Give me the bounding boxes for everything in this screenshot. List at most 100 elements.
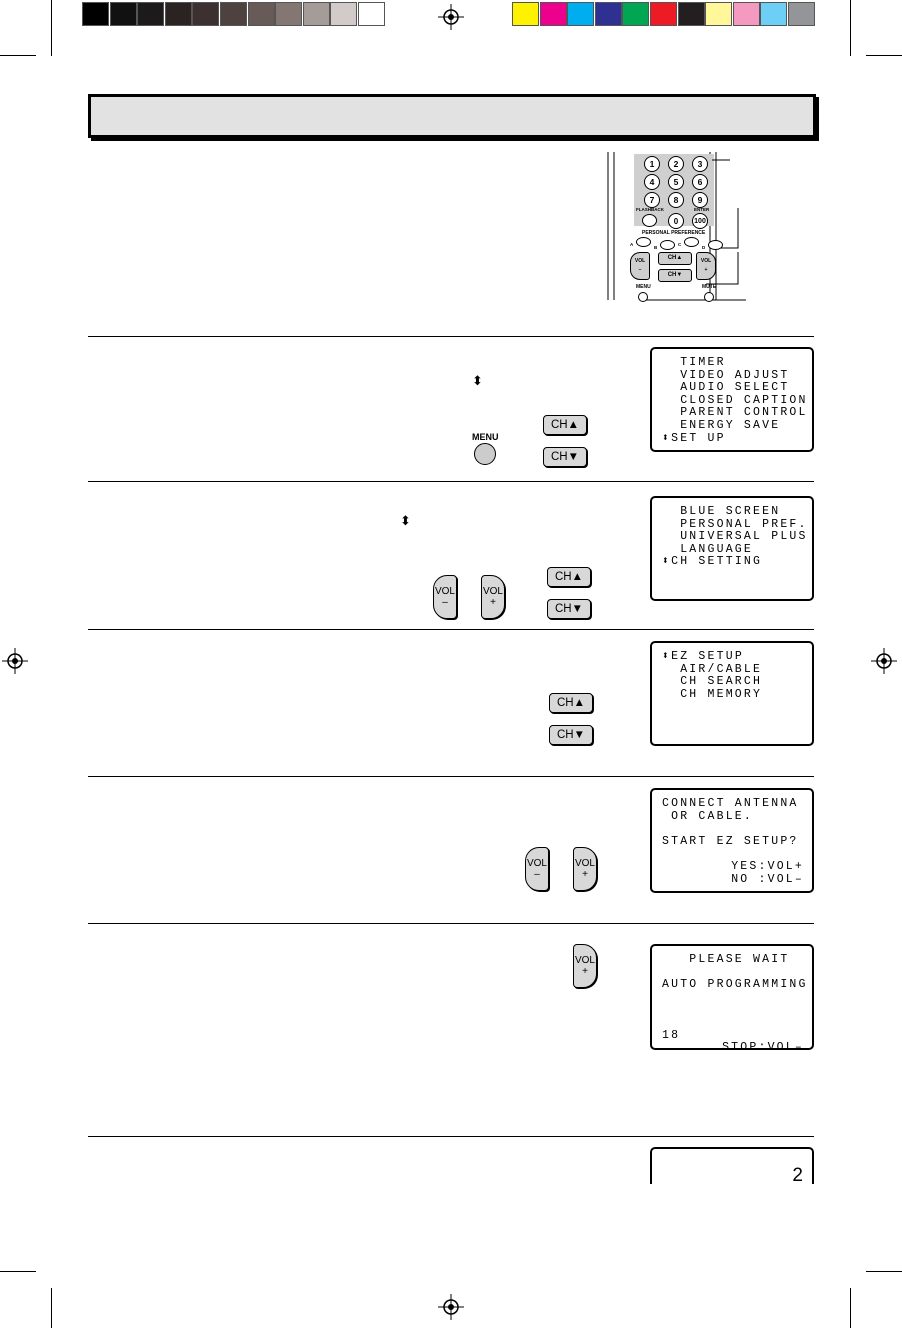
remote-digit-1-button[interactable]: 1 xyxy=(644,156,660,172)
step-divider xyxy=(88,923,814,924)
remote-pref-D-button[interactable] xyxy=(708,240,723,250)
remote-hundred-label: 100 xyxy=(694,217,706,225)
osd-screen-ez-setup-confirm: CONNECT ANTENNA OR CABLE.START EZ SETUP?… xyxy=(650,788,814,893)
grayscale-swatch xyxy=(247,2,275,26)
color-swatch xyxy=(788,2,815,26)
remote-vol-minus-button[interactable]: VOL– xyxy=(630,252,650,280)
ch-up-button[interactable]: CH▲ xyxy=(543,415,587,435)
up-down-arrow-icon: ⬍ xyxy=(400,513,411,528)
remote-ch-down-label: CH▼ xyxy=(667,272,683,278)
menu-label: MENU xyxy=(472,432,499,442)
grayscale-swatch xyxy=(330,2,358,26)
color-swatch xyxy=(622,2,650,26)
color-swatch xyxy=(512,2,539,26)
osd-menu-line: VIDEO ADJUST xyxy=(662,368,790,382)
vol-minus-label: VOL xyxy=(526,858,547,869)
remote-digit-2-button[interactable]: 2 xyxy=(668,156,684,172)
step-divider xyxy=(88,1136,814,1137)
osd-menu-line: CONNECT ANTENNA xyxy=(662,797,799,810)
osd-menu-line: PLEASE WAIT xyxy=(662,953,790,966)
osd-menu-line: CLOSED CAPTION xyxy=(662,393,808,407)
vol-minus-label: VOL xyxy=(434,586,455,597)
remote-pref-C-label: C xyxy=(678,242,682,247)
menu-button[interactable] xyxy=(474,443,496,465)
osd-menu-line: BLUE SCREEN xyxy=(662,505,781,518)
remote-digit-9-button[interactable]: 9 xyxy=(692,192,708,208)
remote-pref-A-button[interactable] xyxy=(636,237,651,247)
remote-digit-4-button[interactable]: 4 xyxy=(644,174,660,190)
color-swatch xyxy=(732,2,760,26)
remote-vol-plus-label: VOL xyxy=(700,258,712,264)
ch-up-button[interactable]: CH▲ xyxy=(549,693,593,713)
remote-enter-label: ENTER xyxy=(694,207,710,212)
ch-down-button[interactable]: CH▼ xyxy=(547,599,591,619)
osd-menu-line: ⬍SET UP xyxy=(662,431,726,445)
osd-channel-number: 2 xyxy=(792,1165,803,1186)
vol-plus-button[interactable]: VOL+ xyxy=(573,944,597,988)
grayscale-swatch xyxy=(220,2,247,26)
osd-menu-line: CH MEMORY xyxy=(662,687,763,701)
remote-pref-C-button[interactable] xyxy=(684,237,699,247)
vol-plus-button[interactable]: VOL+ xyxy=(481,575,505,619)
remote-pref-B-button[interactable] xyxy=(660,240,675,250)
osd-option-line: YES:VOL+ xyxy=(731,859,804,873)
remote-hundred-button[interactable]: 100 xyxy=(692,213,708,229)
osd-menu-line: START EZ SETUP? xyxy=(662,834,799,848)
osd-menu-line: TIMER xyxy=(662,356,726,369)
color-swatch xyxy=(677,2,705,26)
page-bottom-mask xyxy=(640,1184,830,1194)
vol-minus-sign: – xyxy=(534,869,540,880)
osd-menu-line: LANGUAGE xyxy=(662,542,754,556)
color-swatch xyxy=(760,2,788,26)
remote-zero-label: 0 xyxy=(673,216,679,226)
osd-menu-line: AUDIO SELECT xyxy=(662,381,790,395)
grayscale-swatch xyxy=(302,2,330,26)
ch-down-button[interactable]: CH▼ xyxy=(549,725,593,745)
step-divider xyxy=(88,481,814,482)
remote-ch-up-button[interactable]: CH▲ xyxy=(658,252,692,265)
vol-plus-label: VOL xyxy=(482,586,503,597)
remote-digit-3-button[interactable]: 3 xyxy=(692,156,708,172)
color-swatch xyxy=(539,2,567,26)
remote-zero-button[interactable]: 0 xyxy=(668,213,684,229)
remote-mute-button[interactable] xyxy=(704,292,714,302)
remote-digit-8-button[interactable]: 8 xyxy=(668,192,684,208)
vol-plus-button[interactable]: VOL+ xyxy=(573,847,597,891)
ch-up-button[interactable]: CH▲ xyxy=(547,567,591,587)
registration-mark-icon xyxy=(2,648,28,674)
osd-screen-setup-menu: TIMER VIDEO ADJUST AUDIO SELECT CLOSED C… xyxy=(650,347,814,452)
remote-flashback-button[interactable] xyxy=(642,214,657,227)
osd-option-line: NO :VOL– xyxy=(731,872,804,886)
osd-menu-line: AIR/CABLE xyxy=(662,662,763,676)
osd-menu-line: ENERGY SAVE xyxy=(662,418,781,432)
vol-minus-button[interactable]: VOL– xyxy=(433,575,457,619)
grayscale-swatch xyxy=(82,2,109,26)
osd-menu-line: UNIVERSAL PLUS xyxy=(662,530,808,544)
osd-menu-line: CH SEARCH xyxy=(662,675,763,689)
remote-vol-plus-button[interactable]: VOL+ xyxy=(696,252,716,280)
vol-minus-sign: – xyxy=(442,597,448,608)
remote-menu-button[interactable] xyxy=(638,292,648,302)
crop-mark-icon xyxy=(866,1271,902,1272)
up-down-arrow-icon: ⬍ xyxy=(472,373,483,388)
remote-digit-7-button[interactable]: 7 xyxy=(644,192,660,208)
color-swatch xyxy=(705,2,733,26)
remote-ch-down-button[interactable]: CH▼ xyxy=(658,269,692,282)
vol-minus-button[interactable]: VOL– xyxy=(525,847,549,891)
crop-mark-icon xyxy=(51,1288,52,1328)
osd-menu-line xyxy=(662,1004,812,1017)
osd-menu-line xyxy=(662,823,812,836)
crop-mark-icon xyxy=(51,0,52,56)
color-swatch xyxy=(567,2,595,26)
ch-down-button[interactable]: CH▼ xyxy=(543,447,587,467)
crop-mark-icon xyxy=(0,1271,36,1272)
vol-plus-sign: + xyxy=(582,966,588,977)
osd-menu-line xyxy=(662,992,812,1005)
remote-pref-D-label: D xyxy=(702,245,706,250)
remote-digit-6-button[interactable]: 6 xyxy=(692,174,708,190)
vol-plus-label: VOL xyxy=(574,858,595,869)
osd-menu-line: PERSONAL PREF. xyxy=(662,517,808,531)
registration-mark-icon xyxy=(438,4,464,30)
remote-digit-5-button[interactable]: 5 xyxy=(668,174,684,190)
step-divider xyxy=(88,629,814,630)
